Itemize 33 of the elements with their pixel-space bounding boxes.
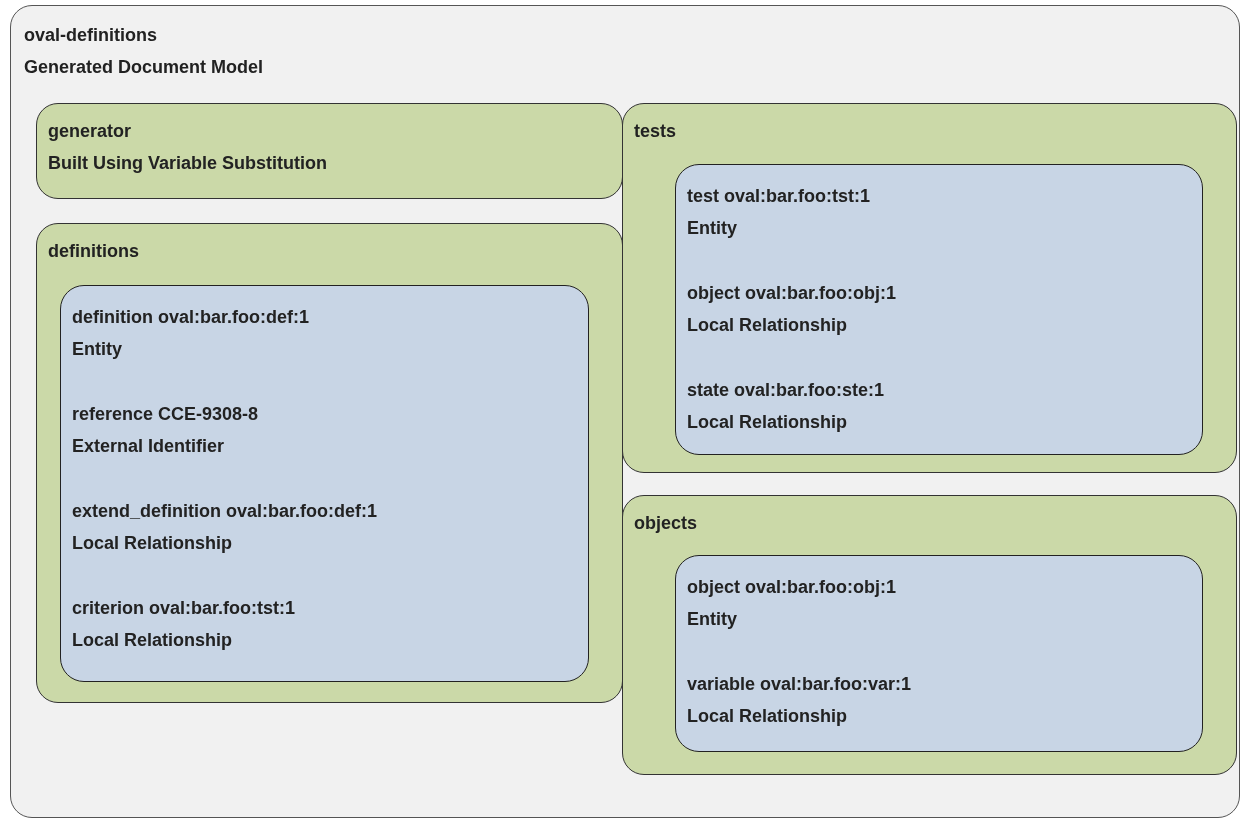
heading-text: tests: [634, 120, 677, 143]
entity-type-text: Local Relationship: [687, 314, 848, 337]
entity-type-text: Entity: [72, 338, 122, 361]
entity-type-text: Local Relationship: [72, 532, 233, 555]
heading-text: objects: [634, 512, 698, 535]
entity-box: [675, 164, 1203, 455]
entity-name-text: test oval:bar.foo:tst:1: [687, 185, 871, 208]
entity-name-text: reference CCE-9308-8: [72, 403, 259, 426]
entity-name-text: criterion oval:bar.foo:tst:1: [72, 597, 296, 620]
entity-name-text: object oval:bar.foo:obj:1: [687, 282, 896, 305]
entity-name-text: object oval:bar.foo:obj:1: [687, 576, 896, 599]
subtitle-text: Generated Document Model: [24, 56, 264, 79]
subtitle-text: Built Using Variable Substitution: [48, 152, 328, 175]
entity-type-text: Entity: [687, 217, 737, 240]
entity-type-text: Entity: [687, 608, 737, 631]
entity-name-text: state oval:bar.foo:ste:1: [687, 379, 885, 402]
entity-type-text: Local Relationship: [687, 411, 848, 434]
heading-text: oval-definitions: [24, 24, 157, 47]
heading-text: generator: [48, 120, 132, 143]
entity-type-text: Local Relationship: [687, 705, 848, 728]
entity-box: [60, 285, 589, 682]
section-box: [36, 223, 623, 703]
entity-box: [675, 555, 1203, 752]
heading-text: definitions: [48, 240, 139, 263]
entity-name-text: extend_definition oval:bar.foo:def:1: [72, 500, 378, 523]
section-box: [622, 495, 1237, 775]
entity-type-text: Local Relationship: [72, 629, 233, 652]
document-frame: [10, 5, 1240, 818]
section-box: [36, 103, 623, 199]
entity-name-text: definition oval:bar.foo:def:1: [72, 306, 309, 329]
section-box: [622, 103, 1237, 473]
entity-type-text: External Identifier: [72, 435, 225, 458]
entity-name-text: variable oval:bar.foo:var:1: [687, 673, 912, 696]
